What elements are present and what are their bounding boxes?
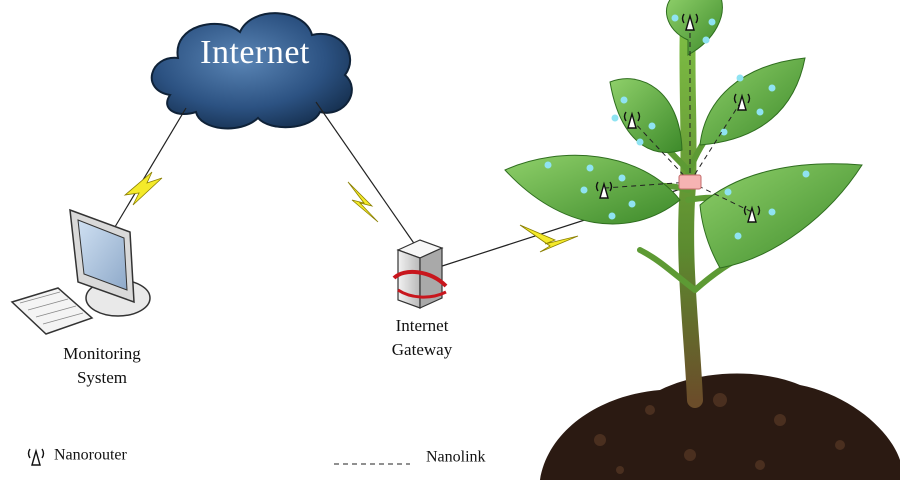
lightning-icon [519,224,579,253]
monitoring-system-label-line1: Monitoring [63,344,141,363]
internet-cloud [150,12,353,130]
nanorouter-icon [623,111,641,129]
nanorouter-icon [595,181,613,199]
nanorouter-icon [743,205,761,223]
legend-nanolink-label: Nanolink [426,448,486,466]
internet-cloud-label: Internet [200,34,310,71]
nanointerface-icon [678,174,702,190]
legend-nanolink: Nanolink [334,448,486,466]
nanonodes [544,14,810,240]
plant-leaves [504,0,863,269]
leaf [699,163,863,269]
nanorouter-icon [733,93,751,111]
legend-nanorouter: Nanorouter [28,446,127,464]
internet-gateway-label: Internet Gateway [362,314,482,362]
leaf [699,57,806,146]
nanorouter-icon [681,13,699,31]
lightning-icon [347,181,379,223]
leaf [504,154,681,225]
wireless-link-icons [123,171,579,253]
legend-symbols [27,448,410,466]
nanorouters [595,13,761,223]
monitoring-system-label: Monitoring System [42,342,162,390]
legend-nanorouter-label: Nanorouter [54,446,127,464]
leaf [666,0,723,56]
monitoring-system-label-line2: System [76,368,128,387]
leaf [609,78,683,153]
internet-gateway-label-line2: Gateway [391,340,453,359]
internet-gateway-label-line1: Internet [395,316,449,335]
legend-nanorouter-icon [27,448,45,466]
monitoring-system-icon [10,208,151,335]
lightning-icon [123,171,163,206]
soil [540,373,900,480]
internet-gateway-icon [392,239,448,309]
